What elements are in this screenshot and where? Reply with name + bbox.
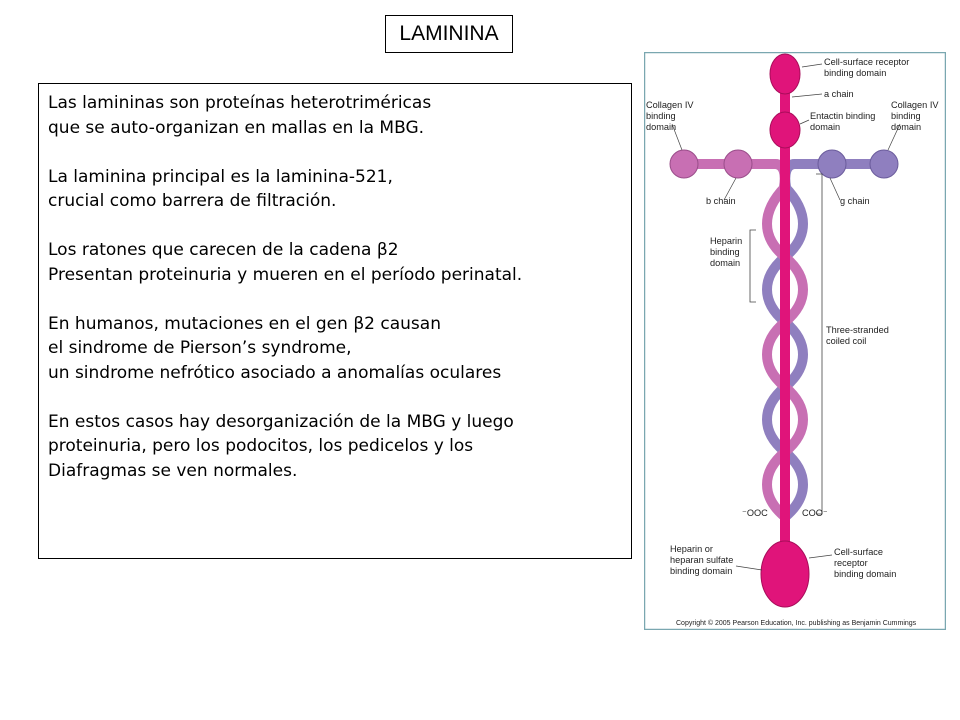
label-heparin-sulfate: binding domain bbox=[670, 566, 732, 576]
label-heparin: domain bbox=[710, 258, 740, 268]
laminin-diagram-svg: Cell-surface receptor binding domain a c… bbox=[644, 52, 946, 630]
label-entactin: Entactin binding bbox=[810, 111, 875, 121]
label-collagen-right: domain bbox=[891, 122, 921, 132]
text-line: En humanos, mutaciones en el gen β2 caus… bbox=[48, 313, 441, 334]
label-b-chain: b chain bbox=[706, 196, 736, 206]
leader-line bbox=[723, 177, 737, 201]
gamma-chain-coil bbox=[762, 183, 808, 521]
text-line: que se auto-organizan en mallas en la MB… bbox=[48, 117, 425, 138]
leader-line bbox=[791, 93, 823, 98]
alpha-second-globule bbox=[769, 111, 801, 149]
text-line: En estos casos hay desorganización de la… bbox=[48, 411, 514, 432]
label-g-chain: g chain bbox=[840, 196, 870, 206]
paragraph-2: La laminina principal es la laminina-521… bbox=[48, 165, 623, 214]
leader-line bbox=[799, 119, 810, 125]
coiled-coil-bracket bbox=[816, 173, 823, 515]
beta-outer-globule bbox=[669, 149, 699, 179]
leader-line bbox=[808, 554, 833, 559]
label-heparin-sulfate: Heparin or bbox=[670, 544, 713, 554]
label-coiled-coil: coiled coil bbox=[826, 336, 866, 346]
paragraph-5: En estos casos hay desorganización de la… bbox=[48, 410, 623, 484]
label-cell-surface-bottom: Cell-surface bbox=[834, 547, 883, 557]
leader-line bbox=[829, 177, 841, 201]
slide-title: LAMININA bbox=[385, 15, 513, 53]
label-coiled-coil: Three-stranded bbox=[826, 325, 889, 335]
label-cell-surface-top: binding domain bbox=[824, 68, 886, 78]
text-line: Diafragmas se ven normales. bbox=[48, 460, 298, 481]
text-line: proteinuria, pero los podocitos, los ped… bbox=[48, 436, 474, 456]
label-entactin: domain bbox=[810, 122, 840, 132]
paragraph-1: Las lamininas son proteínas heterotrimér… bbox=[48, 91, 623, 140]
beta-chain-coil bbox=[762, 183, 808, 521]
alpha-top-globule bbox=[769, 53, 801, 95]
alpha-bottom-globule bbox=[760, 540, 810, 608]
text-line: Las lamininas son proteínas heterotrimér… bbox=[48, 93, 432, 113]
gamma-inner-globule bbox=[817, 149, 847, 179]
text-line: un sindrome nefrótico asociado a anomalí… bbox=[48, 362, 502, 383]
text-line: crucial como barrera de filtración. bbox=[48, 191, 337, 211]
text-line: Los ratones que carecen de la cadena β2 bbox=[48, 240, 399, 260]
label-collagen-left: domain bbox=[646, 122, 676, 132]
paragraph-4: En humanos, mutaciones en el gen β2 caus… bbox=[48, 312, 623, 386]
label-collagen-left: binding bbox=[646, 111, 676, 121]
label-collagen-right: Collagen IV bbox=[891, 100, 939, 110]
beta-inner-globule bbox=[723, 149, 753, 179]
alpha-chain bbox=[780, 62, 790, 582]
copyright-notice: Copyright © 2005 Pearson Education, Inc.… bbox=[676, 619, 917, 627]
text-line: La laminina principal es la laminina-521… bbox=[48, 166, 393, 187]
leader-line bbox=[735, 565, 763, 571]
label-heparin: Heparin bbox=[710, 236, 742, 246]
label-heparin: binding bbox=[710, 247, 740, 257]
text-line: el sindrome de Pierson’s syndrome, bbox=[48, 338, 352, 358]
laminin-diagram: Cell-surface receptor binding domain a c… bbox=[644, 52, 946, 630]
label-collagen-right: binding bbox=[891, 111, 921, 121]
label-cell-surface-bottom: binding domain bbox=[834, 569, 896, 579]
leader-line bbox=[801, 63, 823, 68]
gamma-outer-globule bbox=[869, 149, 899, 179]
label-ooc: ⁻OOC bbox=[742, 508, 768, 518]
label-coo: COO⁻ bbox=[802, 508, 828, 518]
label-cell-surface-bottom: receptor bbox=[834, 558, 868, 568]
heparin-bracket bbox=[749, 229, 756, 303]
label-a-chain: a chain bbox=[824, 89, 854, 99]
paragraph-3: Los ratones que carecen de la cadena β2 … bbox=[48, 238, 623, 287]
leader-line bbox=[887, 123, 901, 151]
label-heparin-sulfate: heparan sulfate bbox=[670, 555, 733, 565]
label-cell-surface-top: Cell-surface receptor bbox=[824, 57, 909, 67]
text-box: Las lamininas son proteínas heterotrimér… bbox=[38, 83, 632, 559]
text-line: Presentan proteinuria y mueren en el per… bbox=[48, 264, 523, 285]
label-collagen-left: Collagen IV bbox=[646, 100, 694, 110]
leader-line bbox=[671, 123, 683, 151]
